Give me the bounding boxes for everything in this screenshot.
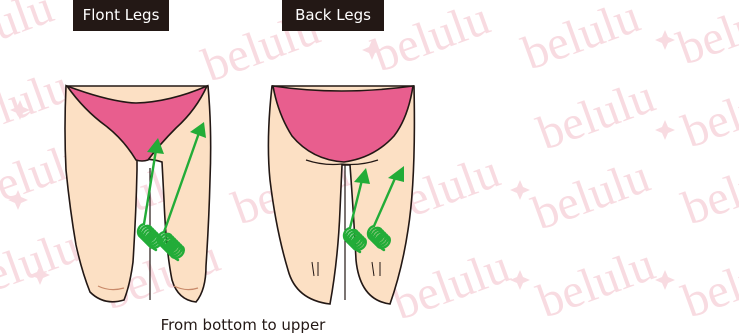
back-legs-label: Back Legs [282, 0, 384, 31]
direction-caption: From bottom to upper [130, 315, 356, 335]
front-legs-label: Flont Legs [73, 0, 169, 31]
